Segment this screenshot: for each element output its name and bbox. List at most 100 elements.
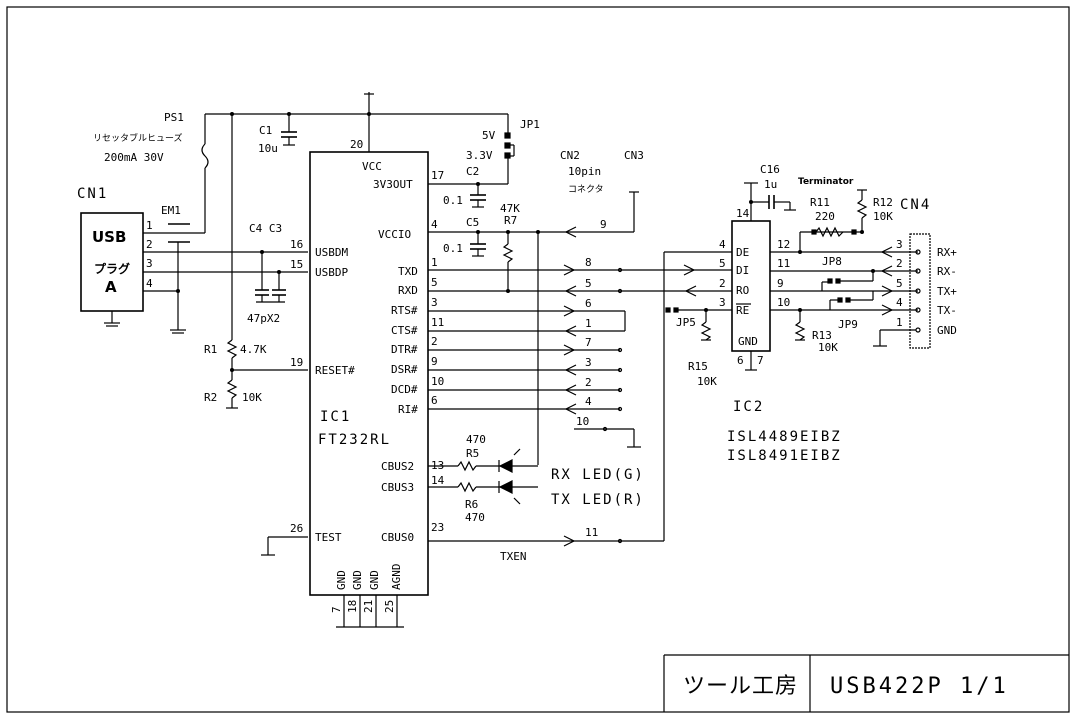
- svg-text:10K: 10K: [242, 391, 262, 404]
- svg-text:DTR#: DTR#: [391, 343, 418, 356]
- svg-text:220: 220: [815, 210, 835, 223]
- svg-text:DCD#: DCD#: [391, 383, 418, 396]
- svg-text:CN1: CN1: [77, 186, 108, 202]
- svg-text:5: 5: [896, 277, 903, 290]
- svg-text:IC2: IC2: [733, 399, 764, 415]
- svg-text:C4 C3: C4 C3: [249, 222, 282, 235]
- svg-text:TX-: TX-: [937, 304, 957, 317]
- svg-text:4: 4: [896, 296, 903, 309]
- svg-text:GND: GND: [335, 570, 348, 590]
- svg-text:6: 6: [585, 297, 592, 310]
- svg-text:470: 470: [465, 511, 485, 524]
- svg-text:AGND: AGND: [390, 564, 403, 591]
- svg-text:DE: DE: [736, 246, 749, 259]
- svg-text:21: 21: [362, 600, 375, 613]
- svg-text:R6: R6: [465, 498, 478, 511]
- svg-text:R13: R13: [812, 329, 832, 342]
- svg-text:8: 8: [585, 256, 592, 269]
- svg-text:7: 7: [757, 354, 764, 367]
- svg-text:14: 14: [431, 474, 445, 487]
- svg-text:2: 2: [719, 277, 726, 290]
- svg-text:16: 16: [290, 238, 303, 251]
- svg-text:6: 6: [737, 354, 744, 367]
- svg-text:26: 26: [290, 522, 303, 535]
- svg-text:R1: R1: [204, 343, 217, 356]
- svg-text:470: 470: [466, 433, 486, 446]
- svg-text:RX LED(G): RX LED(G): [551, 467, 645, 483]
- svg-text:19: 19: [290, 356, 303, 369]
- svg-text:CBUS3: CBUS3: [381, 481, 414, 494]
- svg-text:1: 1: [431, 256, 438, 269]
- svg-text:RX+: RX+: [937, 246, 957, 259]
- ic1-ft232rl: VCC IC1 FT232RL USBDM USBDP RESET# TEST …: [290, 151, 429, 596]
- drawing-border: [6, 6, 1070, 713]
- svg-text:リセッタブルヒューズ: リセッタブルヒューズ: [93, 132, 183, 144]
- svg-text:4: 4: [719, 238, 726, 251]
- svg-text:17: 17: [431, 169, 444, 182]
- svg-text:0.1: 0.1: [443, 194, 463, 207]
- title-block: ツール工房 USB422P 1/1: [663, 654, 1069, 712]
- svg-text:R7: R7: [504, 214, 517, 227]
- svg-text:JP8: JP8: [822, 255, 842, 268]
- svg-text:GND: GND: [351, 570, 364, 590]
- svg-text:JP9: JP9: [838, 318, 858, 331]
- svg-text:10: 10: [777, 296, 790, 309]
- svg-text:GND: GND: [368, 570, 381, 590]
- svg-text:10K: 10K: [873, 210, 893, 223]
- svg-text:CN2: CN2: [560, 149, 580, 162]
- svg-text:18: 18: [346, 600, 359, 613]
- title-drawing: USB422P 1/1: [830, 674, 1009, 699]
- svg-text:USBDM: USBDM: [315, 246, 348, 259]
- svg-text:3: 3: [585, 356, 592, 369]
- svg-text:DI: DI: [736, 264, 749, 277]
- svg-text:3: 3: [146, 257, 153, 270]
- svg-text:3: 3: [431, 296, 438, 309]
- svg-text:ISL8491EIBZ: ISL8491EIBZ: [727, 448, 842, 464]
- svg-text:1: 1: [585, 317, 592, 330]
- svg-text:9: 9: [431, 355, 438, 368]
- svg-text:R15: R15: [688, 360, 708, 373]
- svg-text:FT232RL: FT232RL: [318, 432, 391, 448]
- svg-text:2: 2: [431, 335, 438, 348]
- svg-text:1: 1: [146, 219, 153, 232]
- svg-text:14: 14: [736, 207, 750, 220]
- svg-text:プラグ: プラグ: [94, 261, 130, 276]
- svg-text:5: 5: [719, 257, 726, 270]
- svg-text:47K: 47K: [500, 202, 520, 215]
- svg-text:RI#: RI#: [398, 403, 418, 416]
- svg-text:R5: R5: [466, 447, 479, 460]
- status-leds: 470 R5 R6 470 RX LED(G) TX LED(R) TXEN: [428, 433, 645, 563]
- svg-text:CBUS0: CBUS0: [381, 531, 414, 544]
- svg-text:10: 10: [431, 375, 444, 388]
- svg-text:6: 6: [431, 394, 438, 407]
- svg-text:5: 5: [431, 276, 438, 289]
- title-company: ツール工房: [683, 674, 798, 699]
- svg-text:10u: 10u: [258, 142, 278, 155]
- svg-text:RESET#: RESET#: [315, 364, 355, 377]
- svg-text:EM1: EM1: [161, 204, 181, 217]
- svg-text:0.1: 0.1: [443, 242, 463, 255]
- svg-text:JP5: JP5: [676, 316, 696, 329]
- svg-text:23: 23: [431, 521, 444, 534]
- svg-text:3: 3: [896, 238, 903, 251]
- svg-text:2: 2: [585, 376, 592, 389]
- svg-text:4: 4: [431, 218, 438, 231]
- usb-connector-cn1: CN1 USB プラグ A 1 2 3 4: [77, 186, 153, 327]
- svg-text:15: 15: [290, 258, 303, 271]
- svg-text:C1: C1: [259, 124, 272, 137]
- svg-text:11: 11: [431, 316, 444, 329]
- svg-text:CN4: CN4: [900, 197, 931, 213]
- svg-text:4: 4: [146, 277, 153, 290]
- svg-text:R12: R12: [873, 196, 893, 209]
- svg-text:GND: GND: [738, 335, 758, 348]
- svg-text:1u: 1u: [764, 178, 777, 191]
- svg-text:JP1: JP1: [520, 118, 540, 131]
- svg-text:VCC: VCC: [362, 160, 382, 173]
- svg-text:3V3OUT: 3V3OUT: [373, 178, 413, 191]
- cn4-connector: CN4 3 2 5 4 1 RX+ RX- TX+ TX- GND: [873, 197, 957, 349]
- svg-text:10pin: 10pin: [568, 165, 601, 178]
- svg-text:GND: GND: [937, 324, 957, 337]
- svg-text:9: 9: [777, 277, 784, 290]
- svg-text:RXD: RXD: [398, 284, 418, 297]
